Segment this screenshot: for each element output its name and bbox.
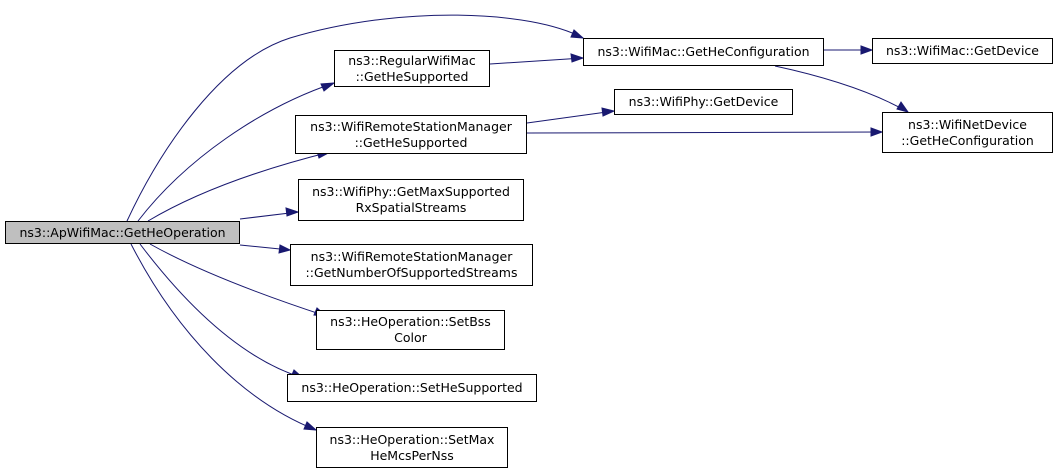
- arrowhead-wifi-phy-get-device: [601, 107, 616, 117]
- node-label: ns3::HeOperation::SetMax: [329, 431, 495, 447]
- node-label: Color: [394, 330, 427, 345]
- node-label: ::GetNumberOfSupportedStreams: [305, 265, 518, 280]
- node-label: ns3::HeOperation::SetBss: [330, 314, 491, 329]
- node-remote-manager-get-he-supported[interactable]: ns3::WifiRemoteStationManager ::GetHeSup…: [295, 115, 527, 154]
- node-regular-mac-get-he-supported[interactable]: ns3::RegularWifiMac ::GetHeSupported: [334, 50, 490, 87]
- node-label: RxSpatialStreams: [355, 200, 467, 215]
- node-root-get-he-operation: ns3::ApWifiMac::GetHeOperation: [5, 221, 240, 244]
- node-label: ::GetHeSupported: [355, 68, 469, 84]
- edge-root-to-regular-mac-get-he-supported: [137, 82, 335, 222]
- edge-regular-mac-to-wifi-mac-get-he-configuration: [489, 57, 584, 65]
- arrowhead-wifi-mac-get-he-configuration-2: [570, 53, 585, 63]
- node-label: ::GetHeSupported: [354, 134, 468, 150]
- node-he-op-set-max-mcs[interactable]: ns3::HeOperation::SetMax HeMcsPerNss: [316, 427, 508, 468]
- node-remote-manager-get-num-streams[interactable]: ns3::WifiRemoteStationManager ::GetNumbe…: [290, 244, 533, 286]
- node-wifi-mac-get-he-configuration[interactable]: ns3::WifiMac::GetHeConfiguration: [583, 38, 824, 66]
- edge-wifi-mac-to-net-device-get-he-configuration: [774, 65, 909, 113]
- node-label: ns3::WifiPhy::GetDevice: [628, 94, 779, 109]
- node-label: ns3::WifiMac::GetDevice: [885, 43, 1039, 58]
- node-wifi-mac-get-device[interactable]: ns3::WifiMac::GetDevice: [872, 38, 1053, 64]
- node-net-device-get-he-configuration[interactable]: ns3::WifiNetDevice ::GetHeConfiguration: [882, 112, 1053, 153]
- arrowhead-remote-manager-get-num-streams: [278, 244, 292, 254]
- edge-root-to-he-op-set-max-mcs: [130, 243, 317, 431]
- node-label: ns3::ApWifiMac::GetHeOperation: [19, 224, 226, 240]
- edge-remote-manager-to-wifi-phy-get-device: [526, 110, 615, 124]
- node-he-op-set-he-supported[interactable]: ns3::HeOperation::SetHeSupported: [287, 374, 537, 402]
- edge-remote-manager-to-net-device-get-he-configuration: [526, 131, 883, 134]
- arrowhead-he-op-set-max-mcs: [303, 421, 318, 431]
- arrowhead-regular-mac-get-he-supported: [320, 82, 336, 92]
- node-phy-get-max-rx-streams[interactable]: ns3::WifiPhy::GetMaxSupported RxSpatialS…: [298, 179, 524, 221]
- node-label: ns3::WifiRemoteStationManager: [310, 249, 513, 264]
- node-label: ns3::WifiMac::GetHeConfiguration: [597, 44, 810, 59]
- node-label: ::GetHeConfiguration: [901, 132, 1034, 148]
- arrowhead-phy-get-max-rx-streams: [285, 207, 300, 217]
- node-wifi-phy-get-device[interactable]: ns3::WifiPhy::GetDevice: [614, 89, 793, 115]
- node-label: ns3::RegularWifiMac: [348, 52, 476, 68]
- node-label: ns3::WifiNetDevice: [908, 116, 1027, 132]
- node-he-op-set-bss-color[interactable]: ns3::HeOperation::SetBss Color: [316, 310, 505, 350]
- arrowhead-wifi-mac-get-he-configuration: [570, 29, 585, 39]
- node-label: ns3::HeOperation::SetHeSupported: [301, 380, 523, 395]
- node-label: ns3::WifiPhy::GetMaxSupported: [312, 184, 510, 199]
- arrowhead-wifi-mac-get-device: [860, 45, 874, 55]
- edge-root-to-wifi-mac-get-he-configuration: [126, 14, 584, 222]
- edge-root-to-he-op-set-he-supported: [139, 243, 304, 379]
- node-label: HeMcsPerNss: [370, 447, 454, 463]
- node-label: ns3::WifiRemoteStationManager: [310, 118, 512, 134]
- edge-root-to-he-op-set-bss-color: [149, 243, 327, 317]
- arrowhead-net-device-get-he-configuration: [896, 101, 910, 113]
- edge-root-to-remote-manager-get-he-supported: [147, 151, 331, 222]
- arrowhead-net-device-get-he-configuration-2: [870, 127, 884, 137]
